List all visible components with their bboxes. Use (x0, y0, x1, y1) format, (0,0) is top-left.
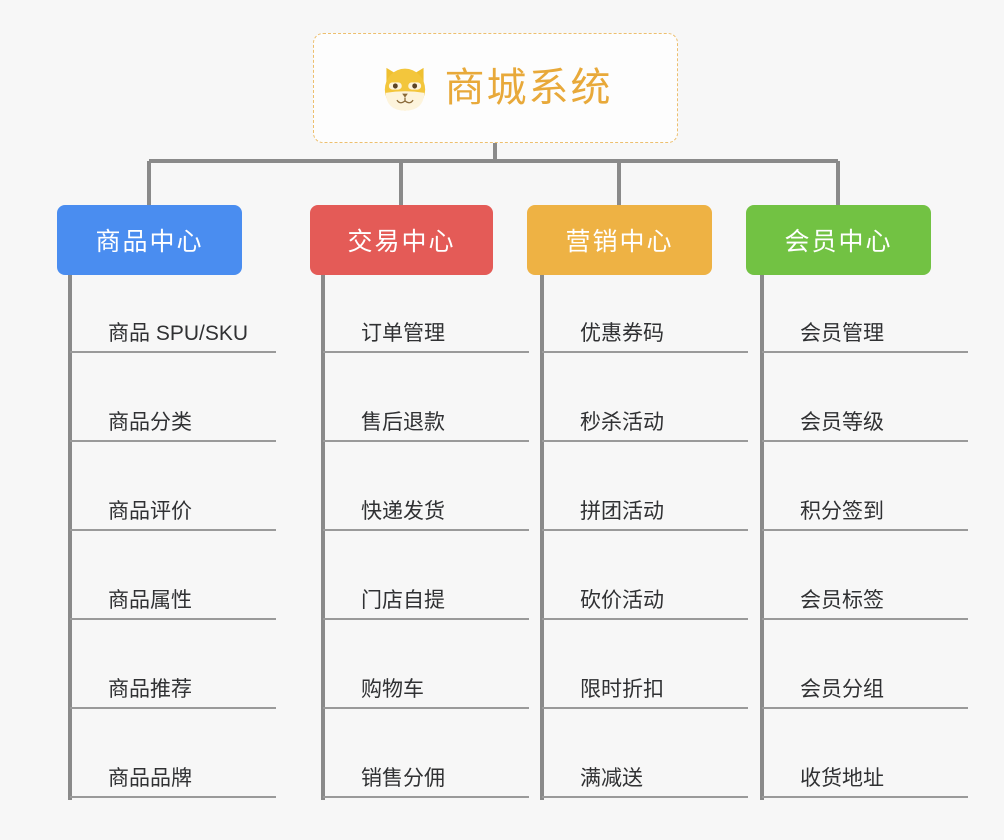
category-header-label: 营销中心 (565, 228, 674, 256)
shiba-dog-emoji (384, 67, 425, 111)
leaf-item[interactable]: 积分签到 (762, 442, 968, 531)
leaf-item[interactable]: 商品 SPU/SKU (70, 264, 276, 353)
category-header-1[interactable]: 商品中心 (57, 205, 242, 275)
leaf-item[interactable]: 商品分类 (70, 353, 276, 442)
leaf-item[interactable]: 会员等级 (762, 353, 968, 442)
leaf-item[interactable]: 售后退款 (323, 353, 529, 442)
leaf-item-label: 商品 SPU/SKU (70, 322, 276, 353)
category-header-3[interactable]: 营销中心 (527, 205, 712, 275)
leaf-item-label: 砍价活动 (542, 589, 748, 620)
leaf-item[interactable]: 商品品牌 (70, 709, 276, 798)
leaf-item-label: 商品推荐 (70, 678, 276, 709)
leaf-item-label: 会员管理 (762, 322, 968, 353)
leaf-item[interactable]: 门店自提 (323, 531, 529, 620)
leaf-item[interactable]: 订单管理 (323, 264, 529, 353)
leaf-item[interactable]: 会员管理 (762, 264, 968, 353)
leaf-item-label: 门店自提 (323, 589, 529, 620)
leaf-item-label: 购物车 (323, 678, 529, 709)
category-header-2[interactable]: 交易中心 (310, 205, 493, 275)
leaf-item-label: 满减送 (542, 767, 748, 798)
leaf-item[interactable]: 优惠券码 (542, 264, 748, 353)
leaf-item-label: 会员分组 (762, 678, 968, 709)
leaf-item[interactable]: 快递发货 (323, 442, 529, 531)
leaf-item-label: 积分签到 (762, 500, 968, 531)
leaf-item-label: 收货地址 (762, 767, 968, 798)
leaf-item-label: 优惠券码 (542, 322, 748, 353)
leaf-item[interactable]: 收货地址 (762, 709, 968, 798)
leaf-item-label: 商品分类 (70, 411, 276, 442)
leaf-item-label: 会员标签 (762, 589, 968, 620)
leaf-item[interactable]: 商品推荐 (70, 620, 276, 709)
leaf-item-label: 限时折扣 (542, 678, 748, 709)
leaf-item[interactable]: 商品属性 (70, 531, 276, 620)
leaf-item[interactable]: 砍价活动 (542, 531, 748, 620)
leaf-item-label: 秒杀活动 (542, 411, 748, 442)
leaf-item-label: 商品属性 (70, 589, 276, 620)
leaf-item-label: 会员等级 (762, 411, 968, 442)
root-node[interactable]: 商城系统 (313, 33, 678, 143)
leaf-item[interactable]: 购物车 (323, 620, 529, 709)
leaf-item-label: 商品品牌 (70, 767, 276, 798)
leaf-item-label: 销售分佣 (323, 767, 529, 798)
leaf-item[interactable]: 商品评价 (70, 442, 276, 531)
category-header-label: 会员中心 (784, 228, 893, 256)
leaf-item[interactable]: 限时折扣 (542, 620, 748, 709)
leaf-item-label: 售后退款 (323, 411, 529, 442)
root-title: 商城系统 (444, 66, 613, 110)
leaf-item[interactable]: 销售分佣 (323, 709, 529, 798)
leaf-item-label: 商品评价 (70, 500, 276, 531)
category-header-label: 交易中心 (347, 228, 456, 256)
category-header-label: 商品中心 (95, 228, 204, 256)
category-header-4[interactable]: 会员中心 (746, 205, 931, 275)
leaf-item[interactable]: 秒杀活动 (542, 353, 748, 442)
leaf-item-label: 快递发货 (323, 500, 529, 531)
leaf-item[interactable]: 会员分组 (762, 620, 968, 709)
leaf-item[interactable]: 会员标签 (762, 531, 968, 620)
leaf-item[interactable]: 满减送 (542, 709, 748, 798)
leaf-item-label: 订单管理 (323, 322, 529, 353)
leaf-item[interactable]: 拼团活动 (542, 442, 748, 531)
leaf-item-label: 拼团活动 (542, 500, 748, 531)
